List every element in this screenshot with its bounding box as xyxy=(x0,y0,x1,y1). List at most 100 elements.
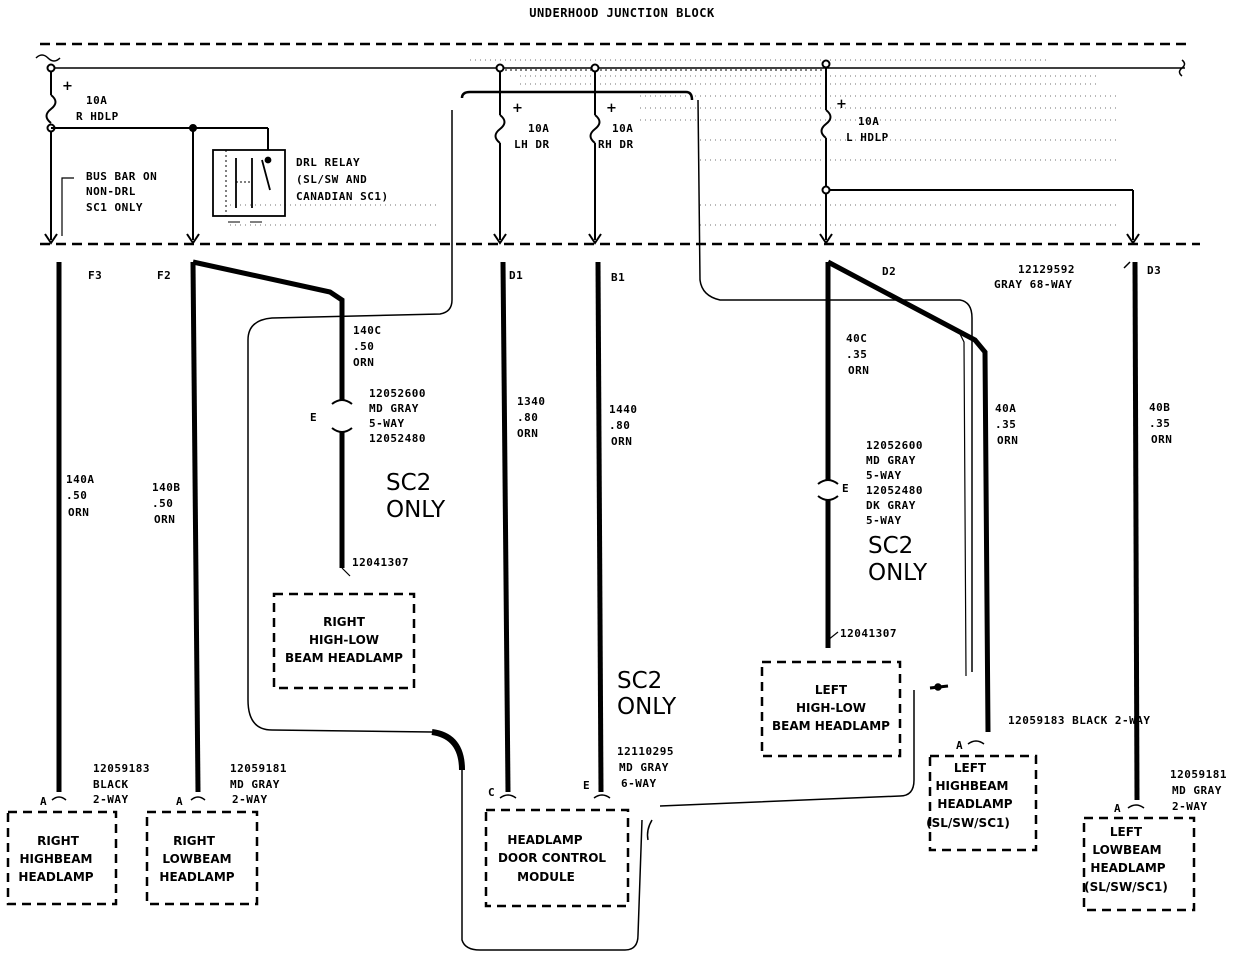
circuit-wire-parallel xyxy=(837,267,967,677)
svg-text:.50: .50 xyxy=(66,489,87,502)
svg-text:ONLY: ONLY xyxy=(386,497,446,523)
svg-text:LOWBEAM: LOWBEAM xyxy=(162,852,231,866)
svg-text:40C: 40C xyxy=(846,332,867,345)
inline-connector-symbols xyxy=(331,399,839,641)
fuse-lh-dr xyxy=(493,63,507,245)
svg-text:MODULE: MODULE xyxy=(517,870,575,884)
fuse-l-hdlp-name: L HDLP xyxy=(846,131,889,144)
svg-text:SC2: SC2 xyxy=(868,533,913,559)
fuse-rh-dr-name: RH DR xyxy=(598,138,634,151)
right-hl-part-number: 12041307 xyxy=(352,556,409,569)
svg-text:LEFT: LEFT xyxy=(1110,825,1143,839)
svg-text:LEFT: LEFT xyxy=(815,683,848,697)
sc2-only-note-2: SC2 ONLY xyxy=(868,533,928,586)
pin-f3: F3 xyxy=(88,269,102,282)
svg-text:HEADLAMP: HEADLAMP xyxy=(937,797,1012,811)
svg-text:+: + xyxy=(606,101,617,116)
right-highbeam-headlamp: A 12059183 BLACK 2-WAY RIGHT HIGHBEAM HE… xyxy=(6,762,149,906)
svg-text:ORN: ORN xyxy=(68,506,89,519)
left-hl-part-number: 12041307 xyxy=(840,627,897,640)
right-lowbeam-headlamp: A 12059181 MD GRAY 2-WAY RIGHT LOWBEAM H… xyxy=(145,762,286,906)
svg-text:HIGHBEAM: HIGHBEAM xyxy=(20,852,93,866)
svg-text:12052600: 12052600 xyxy=(866,439,923,452)
svg-text:12052480: 12052480 xyxy=(866,484,923,497)
svg-text:.35: .35 xyxy=(846,348,867,361)
svg-text:5-WAY: 5-WAY xyxy=(866,469,902,482)
svg-text:140B: 140B xyxy=(152,481,181,494)
relay-feed xyxy=(51,124,269,245)
pin-d3: D3 xyxy=(1147,264,1161,277)
sc2-only-note-1: SC2 ONLY xyxy=(386,470,446,523)
fuse-r-hdlp-amps: 10A xyxy=(86,94,107,107)
svg-text:+: + xyxy=(836,97,847,112)
svg-text:E: E xyxy=(310,411,317,424)
fuse-l-hdlp xyxy=(819,59,1140,245)
svg-text:ORN: ORN xyxy=(848,364,869,377)
svg-text:.35: .35 xyxy=(995,418,1016,431)
bus-bar-note-2: NON-DRL xyxy=(86,185,136,198)
svg-text:LOWBEAM: LOWBEAM xyxy=(1092,843,1161,857)
svg-text:DOOR CONTROL: DOOR CONTROL xyxy=(498,851,606,865)
wire-label-40a: 40A .35 ORN xyxy=(995,402,1018,447)
bus-bar-note-1: BUS BAR ON xyxy=(86,170,157,183)
block-stipple xyxy=(230,59,1120,226)
svg-text:E: E xyxy=(583,779,590,792)
svg-text:.80: .80 xyxy=(517,411,538,424)
svg-text:.50: .50 xyxy=(353,340,374,353)
svg-text:BEAM HEADLAMP: BEAM HEADLAMP xyxy=(285,651,403,665)
sc2-only-note-3: SC2 ONLY xyxy=(617,668,677,720)
drl-relay-label-2: (SL/SW AND xyxy=(296,173,367,186)
svg-text:C: C xyxy=(488,786,495,799)
svg-text:2-WAY: 2-WAY xyxy=(93,793,129,806)
svg-text:MD GRAY: MD GRAY xyxy=(230,778,280,791)
svg-text:SC2: SC2 xyxy=(386,470,431,496)
fuse-l-hdlp-amps: 10A xyxy=(858,115,879,128)
headlamp-door-control-module: C E 12110295 MD GRAY 6-WAY HEADLAMP DOOR… xyxy=(484,745,674,908)
wire-label-1440: 1440 .80 ORN xyxy=(609,403,637,448)
svg-text:1340: 1340 xyxy=(517,395,546,408)
drl-relay-label-3: CANADIAN SC1) xyxy=(296,190,389,203)
svg-text:A: A xyxy=(956,739,963,752)
svg-text:BEAM HEADLAMP: BEAM HEADLAMP xyxy=(772,719,890,733)
svg-text:40A: 40A xyxy=(995,402,1016,415)
svg-text:6-WAY: 6-WAY xyxy=(621,777,657,790)
svg-text:BLACK: BLACK xyxy=(93,778,129,791)
svg-text:RIGHT: RIGHT xyxy=(37,834,80,848)
svg-text:SC2: SC2 xyxy=(617,668,662,694)
fuse-r-hdlp-name: R HDLP xyxy=(76,110,119,123)
fuse-lh-dr-name: LH DR xyxy=(514,138,550,151)
svg-text:ORN: ORN xyxy=(517,427,538,440)
right-highlow-headlamp: RIGHT HIGH-LOW BEAM HEADLAMP xyxy=(272,592,416,690)
svg-text:.80: .80 xyxy=(609,419,630,432)
wire-label-140c: 140C .50 ORN xyxy=(353,324,381,369)
junction-block-outline xyxy=(35,42,1200,246)
svg-text:E: E xyxy=(842,482,849,495)
svg-text:ORN: ORN xyxy=(353,356,374,369)
bus-bar-arrow xyxy=(61,177,74,236)
svg-text:MD GRAY: MD GRAY xyxy=(619,761,669,774)
svg-text:12052600: 12052600 xyxy=(369,387,426,400)
svg-text:12110295: 12110295 xyxy=(617,745,674,758)
svg-text:5-WAY: 5-WAY xyxy=(369,417,405,430)
pin-b1: B1 xyxy=(611,271,625,284)
wire-label-40b: 40B .35 ORN xyxy=(1149,401,1172,446)
svg-text:ONLY: ONLY xyxy=(617,694,677,720)
svg-text:.50: .50 xyxy=(152,497,173,510)
svg-text:RIGHT: RIGHT xyxy=(173,834,216,848)
svg-text:MD GRAY: MD GRAY xyxy=(369,402,419,415)
svg-text:HIGH-LOW: HIGH-LOW xyxy=(309,633,379,647)
svg-text:MD GRAY: MD GRAY xyxy=(866,454,916,467)
svg-text:2-WAY: 2-WAY xyxy=(232,793,268,806)
inline-connector-left-label: E 12052600 MD GRAY 5-WAY 12052480 DK GRA… xyxy=(842,439,923,527)
svg-text:ORN: ORN xyxy=(997,434,1018,447)
svg-text:DK GRAY: DK GRAY xyxy=(866,499,916,512)
svg-text:RIGHT: RIGHT xyxy=(323,615,366,629)
svg-text:ORN: ORN xyxy=(1151,433,1172,446)
svg-text:ORN: ORN xyxy=(611,435,632,448)
sc2-bracket-fuses xyxy=(247,90,973,951)
svg-text:(SL/SW/SC1): (SL/SW/SC1) xyxy=(1084,880,1168,894)
svg-text:12059181: 12059181 xyxy=(1170,768,1227,781)
svg-text:ONLY: ONLY xyxy=(868,560,928,586)
svg-text:12059183 BLACK 2-WAY: 12059183 BLACK 2-WAY xyxy=(1008,714,1150,727)
